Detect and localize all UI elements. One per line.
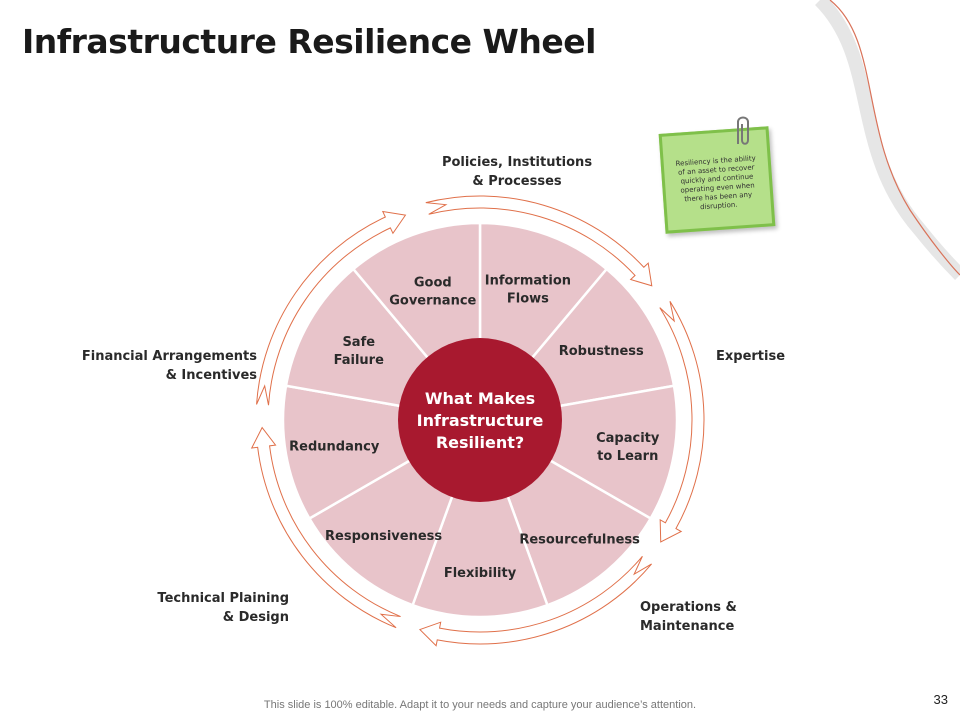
decorative-swoosh-red (829, 0, 960, 276)
segment-label: Robustness (559, 344, 644, 359)
outer-category-label: Financial Arrangements (82, 349, 257, 364)
segment-label: Good (414, 275, 452, 290)
page-number: 33 (933, 692, 948, 707)
segment-label: Flexibility (444, 566, 517, 581)
outer-category-label: & Incentives (166, 368, 258, 383)
outer-category-label: Maintenance (640, 619, 734, 634)
center-label: What Makes (425, 389, 535, 408)
segment-label: Governance (389, 293, 476, 308)
segment-label: Failure (334, 353, 384, 368)
segment-label: Resourcefulness (519, 533, 640, 548)
decorative-swoosh-grey (814, 0, 960, 280)
sticky-note-text: Resiliency is the ability of an asset to… (675, 154, 756, 212)
sticky-note: Resiliency is the ability of an asset to… (658, 126, 776, 234)
outer-category-label: & Design (223, 610, 289, 625)
wheel-segment (351, 221, 482, 361)
center-circle (398, 338, 562, 502)
segment-label: Flows (507, 291, 549, 306)
segment-label: Capacity (596, 431, 660, 446)
center-label: Infrastructure (417, 411, 544, 430)
segment-label: Safe (342, 335, 375, 350)
outer-category-label: Policies, Institutions (442, 155, 592, 170)
cycle-arrow-arc (250, 426, 401, 629)
segment-label: Responsiveness (325, 529, 442, 544)
cycle-arrow-arc (418, 555, 652, 647)
segment-label: Redundancy (289, 440, 380, 455)
paperclip-icon (737, 116, 749, 145)
outer-category-label: Technical Plaining (157, 591, 289, 606)
outer-category-label: Expertise (716, 349, 785, 364)
footer-text: This slide is 100% editable. Adapt it to… (263, 699, 697, 711)
center-label: Resilient? (436, 433, 524, 452)
page-title: Infrastructure Resilience Wheel (22, 22, 596, 61)
outer-category-label: & Processes (472, 174, 562, 189)
segment-label: to Learn (597, 449, 658, 464)
outer-category-label: Operations & (640, 600, 737, 615)
cycle-arrow-arc (659, 301, 705, 543)
cycle-arrow-arc (425, 195, 653, 287)
segment-label: Information (485, 273, 571, 288)
cycle-arrow-arc (256, 210, 407, 406)
